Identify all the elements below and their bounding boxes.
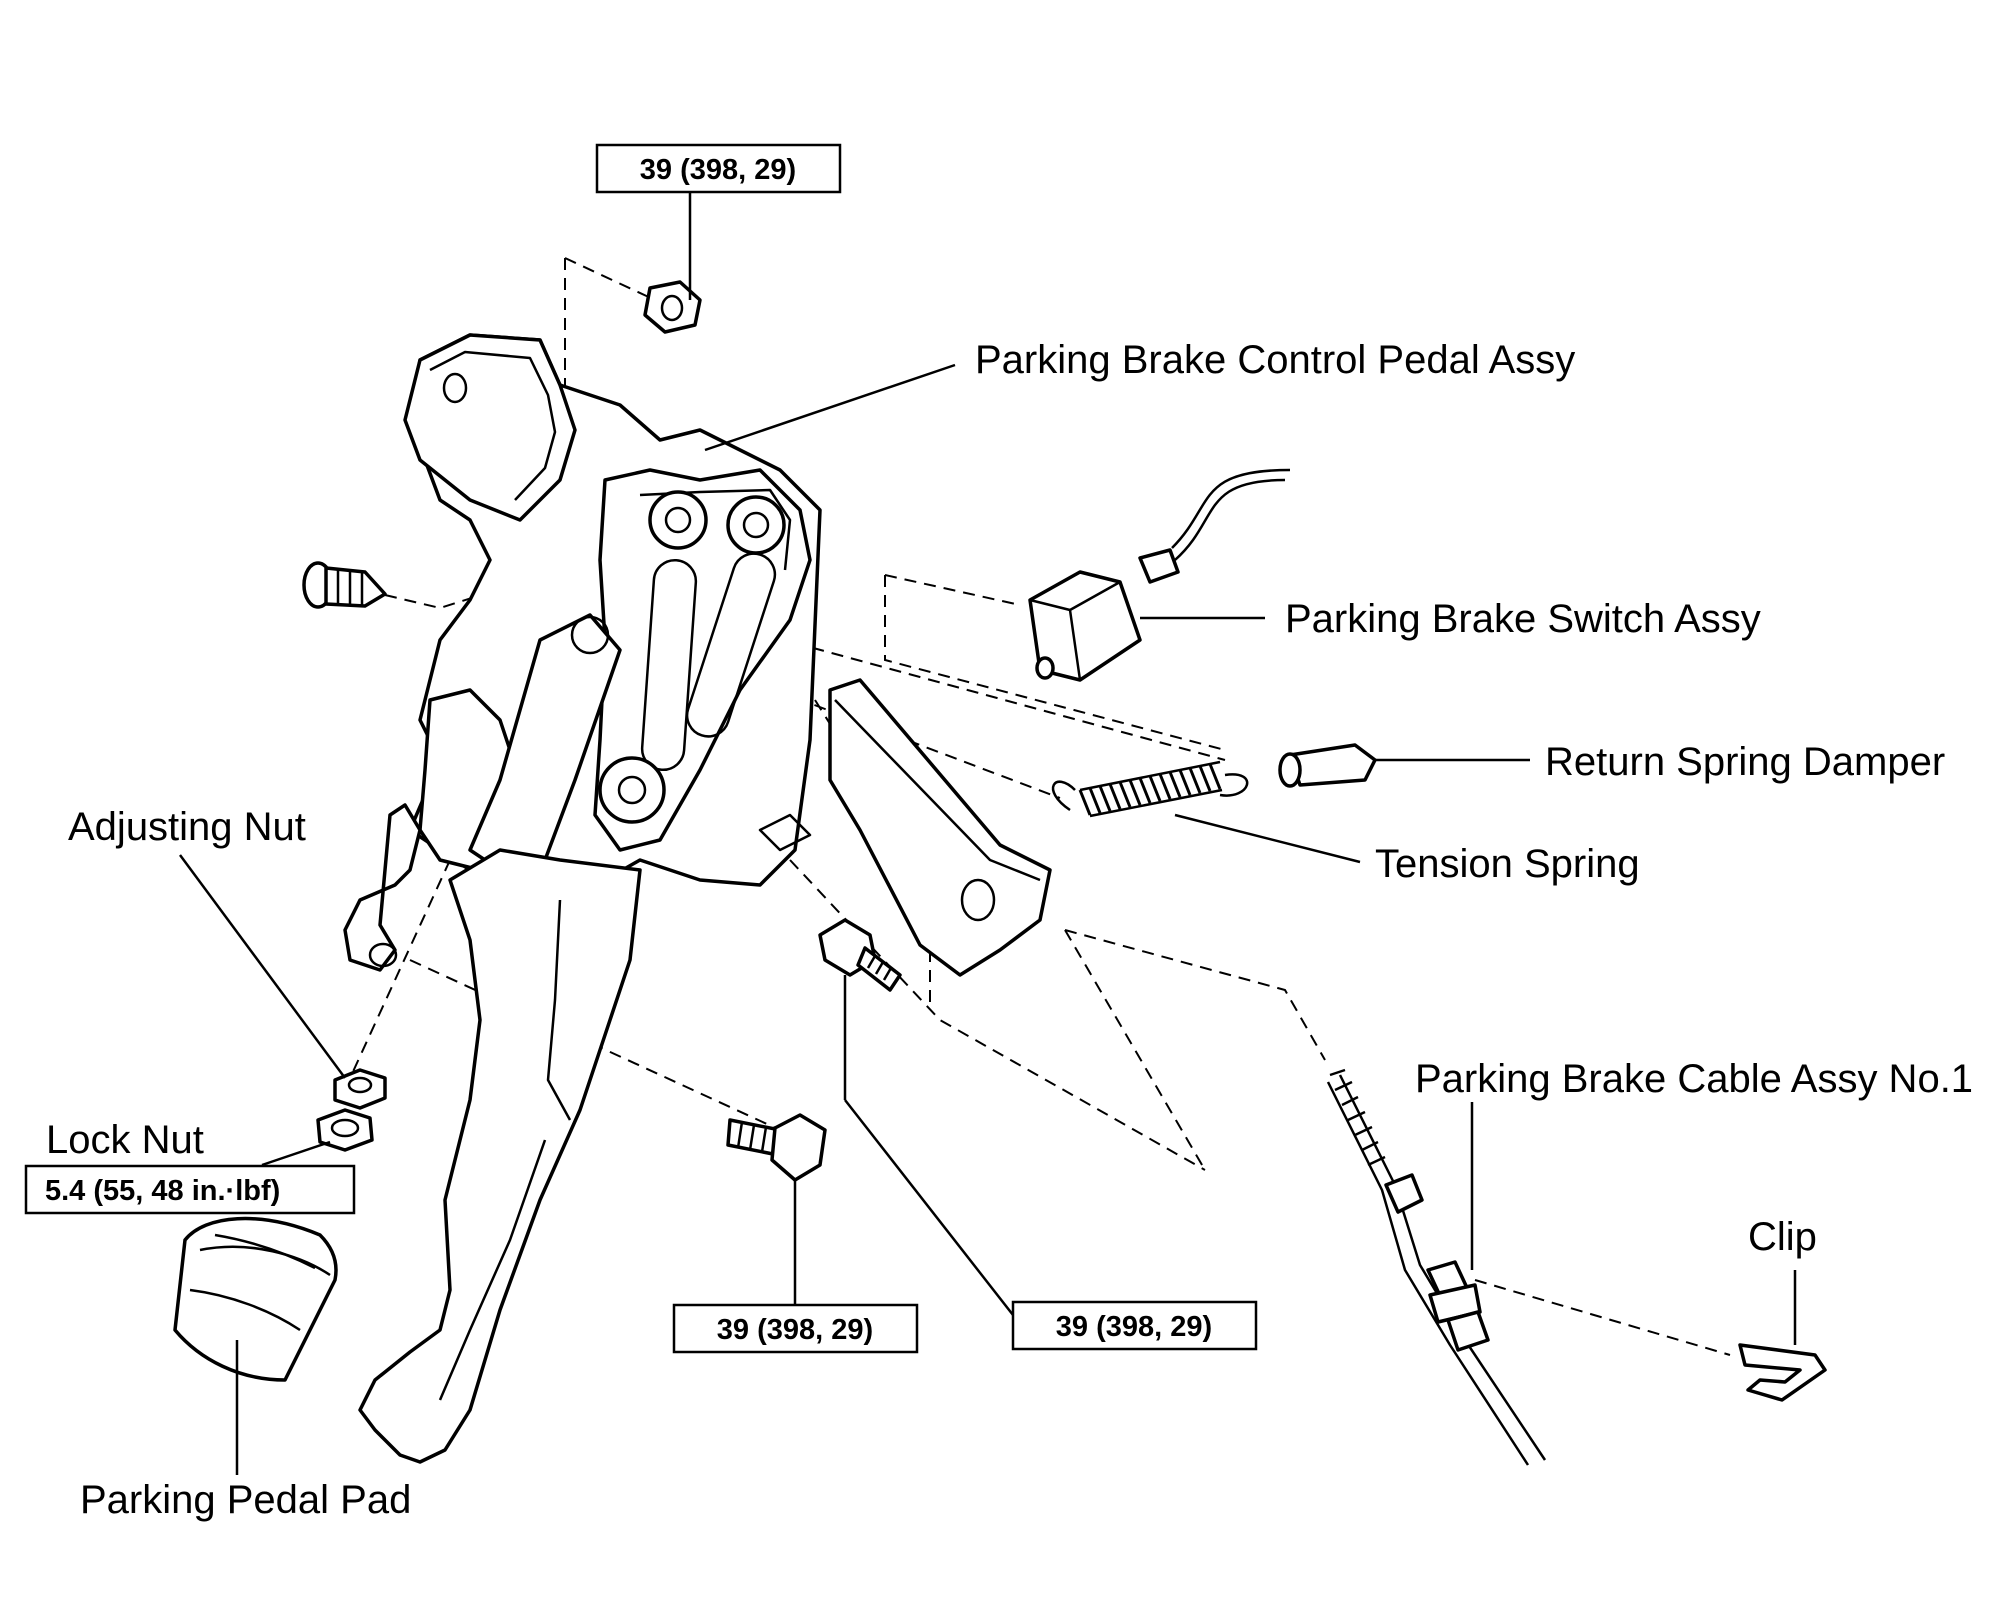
- top-nut-icon: [643, 280, 702, 334]
- label-switch-assy: Parking Brake Switch Assy: [1285, 597, 1761, 641]
- label-cable-assy: Parking Brake Cable Assy No.1: [1415, 1057, 1973, 1101]
- torque-spec-top-nut: 39 (398, 29): [595, 143, 842, 194]
- lower-bolt-icon: [726, 1113, 827, 1182]
- torque-spec-lower-bolt: 39 (398, 29): [672, 1303, 919, 1354]
- svg-text:39 (398, 29): 39 (398, 29): [717, 1314, 873, 1346]
- cable-assy-icon: [1326, 1068, 1547, 1466]
- torque-spec-pivot-bolt: 39 (398, 29): [1011, 1300, 1258, 1351]
- parking-brake-control-pedal: [343, 333, 1052, 1464]
- pivot-bolt-icon: [818, 918, 902, 992]
- clip-icon: [1738, 1343, 1827, 1402]
- leader-lines: [178, 190, 1797, 1475]
- switch-assy-icon: [1028, 468, 1291, 682]
- svg-text:5.4 (55, 48 in.·lbf): 5.4 (55, 48 in.·lbf): [45, 1175, 280, 1207]
- return-spring-damper-icon: [1278, 743, 1377, 788]
- label-lock-nut: Lock Nut: [46, 1118, 204, 1162]
- svg-text:39 (398, 29): 39 (398, 29): [1056, 1311, 1212, 1343]
- tension-spring-icon: [1051, 760, 1249, 818]
- pedal-pad-icon: [173, 1216, 338, 1382]
- screw-icon: [302, 561, 387, 609]
- torque-spec-lock-nut: 5.4 (55, 48 in.·lbf): [24, 1164, 356, 1215]
- lock-nut-icon: [316, 1108, 374, 1152]
- label-control-pedal-assy: Parking Brake Control Pedal Assy: [975, 338, 1575, 382]
- label-return-spring-damper: Return Spring Damper: [1545, 740, 1945, 784]
- label-pedal-pad: Parking Pedal Pad: [80, 1478, 411, 1522]
- label-adjusting-nut: Adjusting Nut: [68, 805, 306, 849]
- svg-text:39 (398, 29): 39 (398, 29): [640, 154, 796, 186]
- label-tension-spring: Tension Spring: [1375, 842, 1640, 886]
- label-clip: Clip: [1748, 1215, 1817, 1259]
- adjusting-nut-icon: [333, 1068, 387, 1110]
